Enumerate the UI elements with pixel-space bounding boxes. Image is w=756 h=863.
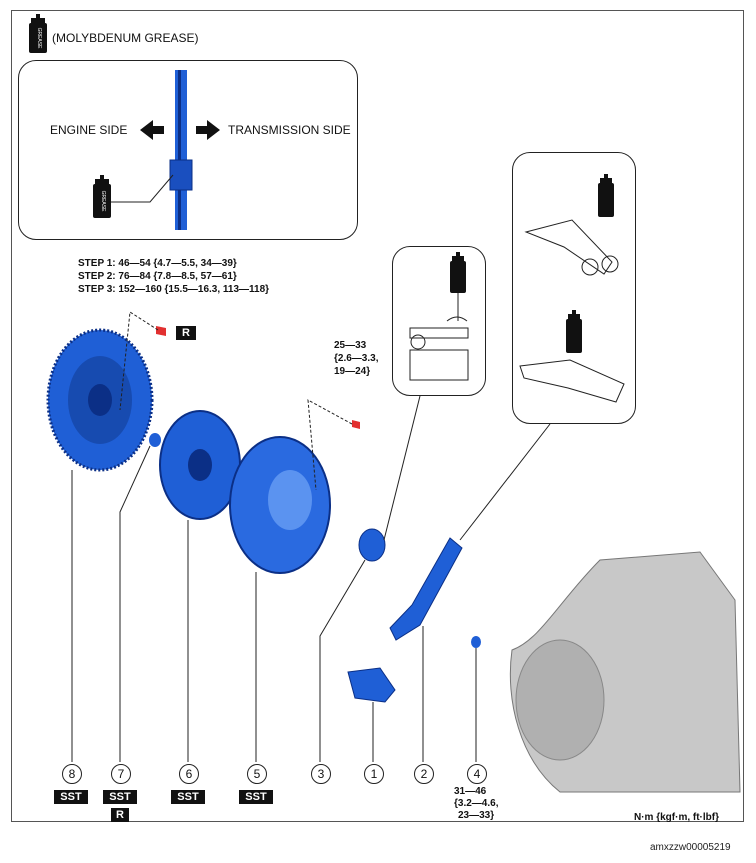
torque-step1: STEP 1: 46—54 {4.7—5.5, 34—39}: [78, 258, 237, 269]
release-bearing-grease-panel: [392, 246, 486, 396]
pivot-torque-line2: {3.2—4.6,: [454, 798, 499, 809]
clutch-disc-grease-panel: [18, 60, 358, 240]
release-fork-illustration: [519, 174, 625, 403]
legend-grease-text: (MOLYBDENUM GREASE): [52, 31, 199, 45]
torque-step3: STEP 3: 152—160 {15.5—16.3, 113—118}: [78, 284, 270, 295]
callout-5: 5: [247, 764, 267, 784]
callout-2: 2: [414, 764, 434, 784]
cover-bolt-torque-line3: 19—24}: [334, 366, 371, 377]
flywheel: [46, 328, 154, 472]
callout-7: 7: [111, 764, 131, 784]
sst-badge-5: SST: [239, 790, 273, 804]
grease-can-icon: [450, 252, 466, 293]
sst-badge-8: SST: [54, 790, 88, 804]
image-id: amxzzw00005219: [650, 842, 731, 853]
engine-side-arrow-icon: [140, 120, 164, 140]
callout-4: 4: [467, 764, 487, 784]
diagram-frame: [11, 10, 744, 822]
clutch-disc: [159, 410, 241, 520]
sst-badge-6: SST: [171, 790, 205, 804]
svg-text:GREASE: GREASE: [100, 191, 106, 213]
transmission-side-arrow-icon: [196, 120, 220, 140]
torque-step2: STEP 2: 76—84 {7.8—8.5, 57—61}: [78, 271, 237, 282]
grease-can-icon: GREASE: [93, 175, 111, 218]
svg-text:GREASE: GREASE: [36, 28, 42, 50]
cover-bolt-torque-line2: {2.6—3.3,: [334, 353, 379, 364]
callout-1: 1: [364, 764, 384, 784]
pivot-torque-line1: 31—46: [454, 786, 487, 797]
replace-badge: R: [176, 326, 196, 340]
clutch-cover: [229, 436, 331, 574]
release-bearing-section-illustration: [409, 252, 469, 381]
grease-can-icon: GREASE: [28, 14, 48, 54]
sst-badge-7: SST: [103, 790, 137, 804]
clutch-disc-section-illustration: GREASE: [93, 70, 220, 230]
replace-badge-7: R: [111, 808, 129, 822]
callout-6: 6: [179, 764, 199, 784]
transmission-side-label: TRANSMISSION SIDE: [228, 123, 351, 137]
grease-can-icon: [598, 174, 614, 217]
engine-side-label: ENGINE SIDE: [50, 123, 128, 137]
grease-can-icon: [566, 310, 582, 353]
cover-bolt-torque-line1: 25—33: [334, 340, 367, 351]
callout-8: 8: [62, 764, 82, 784]
transmission-housing: [509, 551, 741, 793]
callout-3: 3: [311, 764, 331, 784]
torque-units-label: N·m {kgf·m, ft·lbf}: [634, 812, 719, 823]
pivot-torque-line3: 23—33}: [458, 810, 495, 821]
